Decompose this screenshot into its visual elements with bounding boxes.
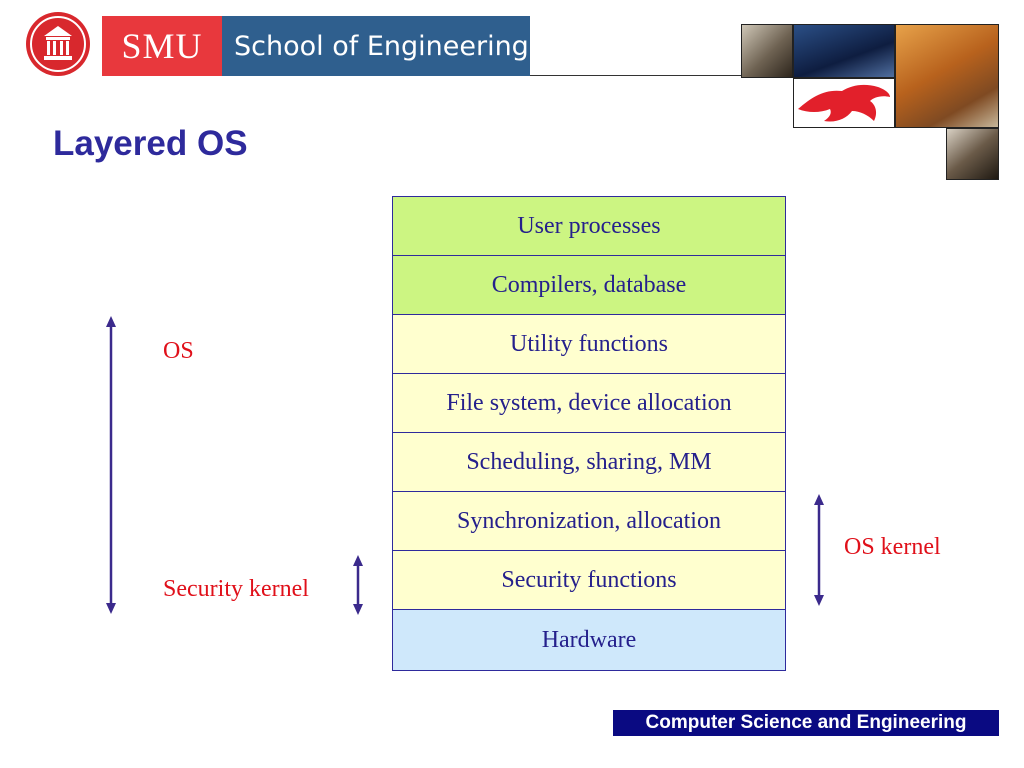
banner-school-name: School of Engineering: [222, 16, 530, 76]
os-kernel-arrow-icon: [814, 494, 824, 606]
footer-department: Computer Science and Engineering: [613, 710, 999, 736]
smu-seal-logo: [26, 12, 90, 76]
photo-portrait: [741, 24, 793, 78]
seal-building-icon: [30, 16, 86, 72]
layer-user-processes: User processes: [393, 197, 785, 256]
layer-compilers-database: Compilers, database: [393, 256, 785, 315]
layer-utility-functions: Utility functions: [393, 315, 785, 374]
layer-security-functions: Security functions: [393, 551, 785, 610]
os-range-arrow-icon: [106, 316, 116, 614]
mustang-logo: [793, 78, 895, 128]
security-kernel-arrow-icon: [353, 555, 363, 615]
header-rule: [530, 75, 742, 76]
security-kernel-label: Security kernel: [163, 576, 309, 602]
os-kernel-label: OS kernel: [844, 534, 941, 560]
page-title: Layered OS: [53, 124, 248, 163]
photo-technology: [793, 24, 895, 78]
banner-smu: SMU: [102, 16, 222, 76]
layer-file-system: File system, device allocation: [393, 374, 785, 433]
mustang-icon: [798, 84, 890, 122]
layer-hardware: Hardware: [393, 610, 785, 670]
layer-scheduling: Scheduling, sharing, MM: [393, 433, 785, 492]
layer-synchronization: Synchronization, allocation: [393, 492, 785, 551]
photo-lab: [946, 128, 999, 180]
layer-stack: User processes Compilers, database Utili…: [392, 196, 786, 671]
school-banner: SMU School of Engineering: [102, 16, 530, 76]
os-label: OS: [163, 338, 194, 364]
photo-campus: [895, 24, 999, 128]
